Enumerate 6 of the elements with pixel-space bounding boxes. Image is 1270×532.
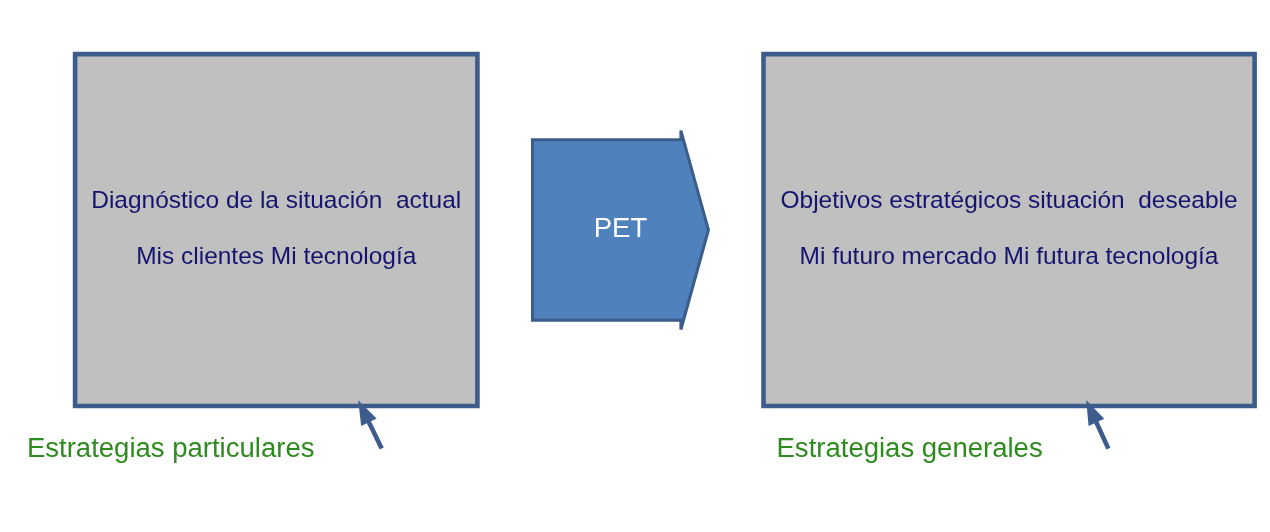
node-box: Diagnóstico de la situación actual Mis clientes Mi tecnología (72, 51, 480, 409)
node-label: Estrategias particulares (26, 432, 315, 464)
arrow (1086, 400, 1111, 450)
arrow (358, 400, 384, 450)
node-label: Estrategias generales (776, 432, 1043, 464)
node-box: Objetivos estratégicos situación deseable Mi futuro mercado Mi futura tecnología (761, 51, 1257, 409)
